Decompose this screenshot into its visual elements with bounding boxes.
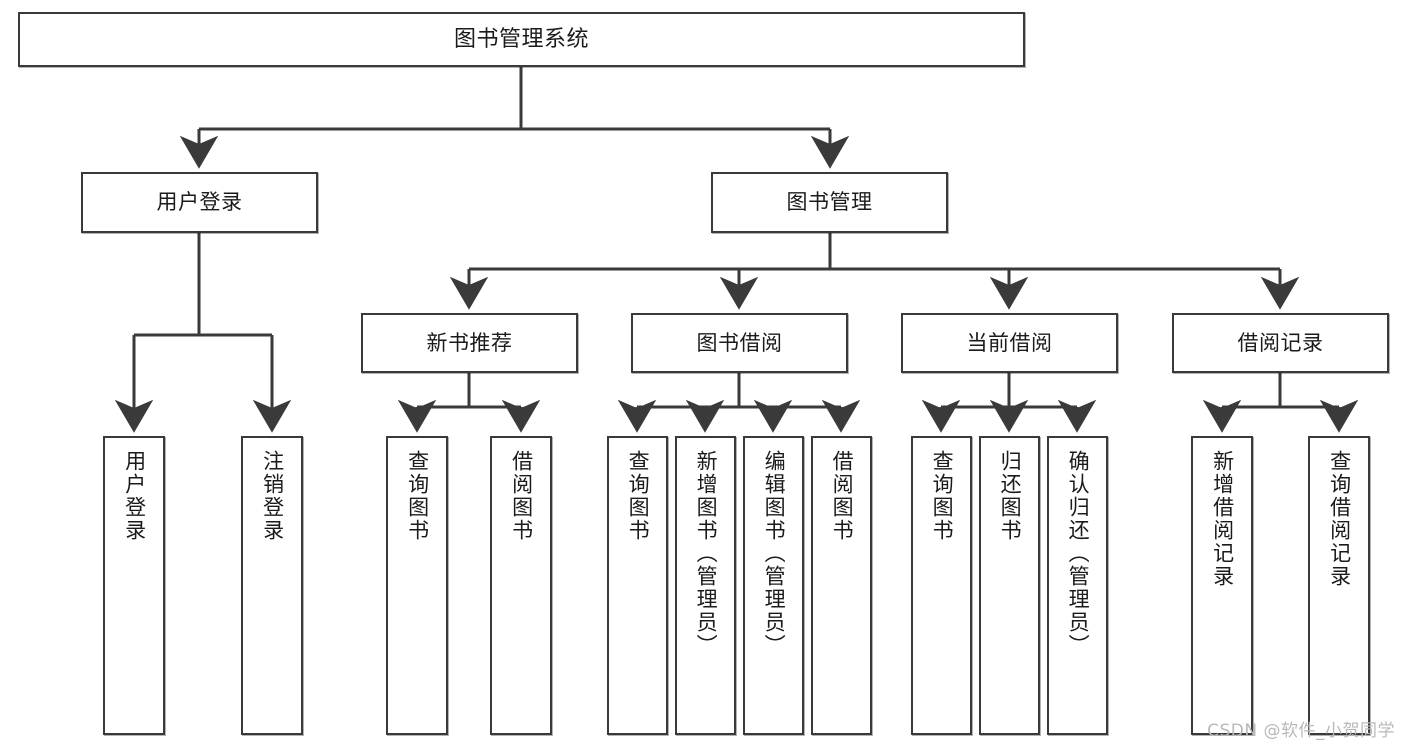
- node-leaf-cur-confirm[interactable]: 确认归还（管理员）: [1047, 436, 1108, 735]
- node-leaf-borrow-edit[interactable]: 编辑图书（管理员）: [743, 436, 804, 735]
- node-book-manage-label: 图书管理: [786, 190, 873, 215]
- node-leaf-rec-search[interactable]: 查询借阅记录: [1308, 436, 1370, 735]
- node-leaf-borrow-do[interactable]: 借阅图书: [811, 436, 872, 735]
- node-leaf-borrow-add[interactable]: 新增图书（管理员）: [675, 436, 736, 735]
- node-leaf-rec-query[interactable]: 查询图书: [386, 436, 448, 735]
- node-user-login[interactable]: 用户登录: [81, 172, 318, 233]
- watermark-text: CSDN @软件_小贺同学: [1207, 721, 1395, 741]
- node-leaf-rec-search-label: 查询借阅记录: [1327, 450, 1352, 588]
- node-leaf-rec-borrow-label: 借阅图书: [509, 450, 534, 542]
- node-user-login-label: 用户登录: [156, 190, 243, 215]
- node-borrow-record[interactable]: 借阅记录: [1172, 313, 1389, 373]
- node-borrow-record-label: 借阅记录: [1237, 330, 1324, 355]
- node-book-borrow-label: 图书借阅: [696, 330, 783, 355]
- node-new-book-rec-label: 新书推荐: [426, 330, 513, 355]
- node-leaf-cur-confirm-label: 确认归还（管理员）: [1066, 450, 1091, 657]
- node-leaf-cur-return-label: 归还图书: [998, 450, 1023, 542]
- node-leaf-cur-return[interactable]: 归还图书: [979, 436, 1040, 735]
- node-root-label: 图书管理系统: [453, 26, 589, 52]
- node-leaf-borrow-query-label: 查询图书: [626, 450, 651, 542]
- node-current-borrow-label: 当前借阅: [966, 330, 1053, 355]
- node-leaf-borrow-edit-label: 编辑图书（管理员）: [762, 450, 787, 657]
- node-leaf-user-login[interactable]: 用户登录: [103, 436, 165, 735]
- node-leaf-user-login-label: 用户登录: [122, 450, 147, 542]
- node-leaf-cur-query[interactable]: 查询图书: [911, 436, 972, 735]
- node-leaf-rec-add[interactable]: 新增借阅记录: [1191, 436, 1253, 735]
- node-leaf-borrow-query[interactable]: 查询图书: [607, 436, 668, 735]
- node-leaf-borrow-do-label: 借阅图书: [830, 450, 855, 542]
- node-leaf-cur-query-label: 查询图书: [930, 450, 955, 542]
- node-leaf-rec-borrow[interactable]: 借阅图书: [490, 436, 552, 735]
- node-leaf-rec-add-label: 新增借阅记录: [1210, 450, 1235, 588]
- node-leaf-borrow-add-label: 新增图书（管理员）: [694, 450, 719, 657]
- node-current-borrow[interactable]: 当前借阅: [901, 313, 1118, 373]
- node-book-manage[interactable]: 图书管理: [711, 172, 948, 233]
- node-leaf-rec-query-label: 查询图书: [405, 450, 430, 542]
- node-new-book-rec[interactable]: 新书推荐: [361, 313, 578, 373]
- node-leaf-user-logout-label: 注销登录: [260, 450, 285, 542]
- node-root[interactable]: 图书管理系统: [18, 12, 1025, 67]
- node-leaf-user-logout[interactable]: 注销登录: [241, 436, 303, 735]
- node-book-borrow[interactable]: 图书借阅: [631, 313, 848, 373]
